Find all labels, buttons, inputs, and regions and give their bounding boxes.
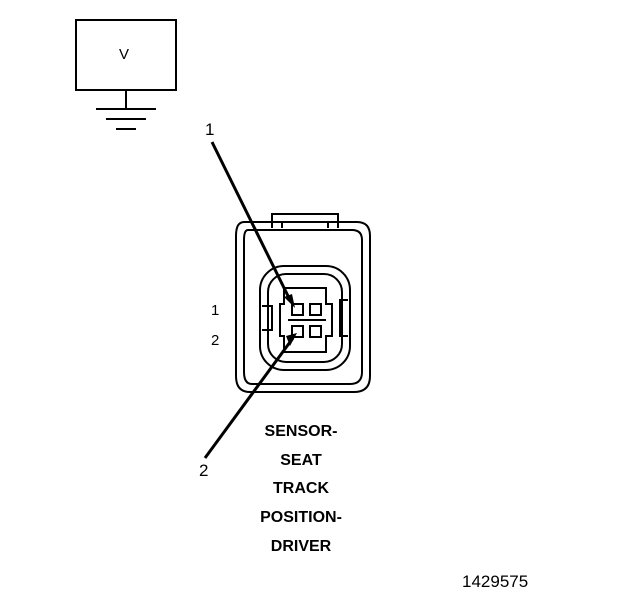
connector-outer-shell	[235, 221, 371, 393]
component-label-line-3: TRACK	[273, 480, 329, 497]
connector	[235, 213, 371, 393]
leader-arrow-1	[284, 294, 295, 308]
pin-label-1: 1	[211, 302, 220, 319]
leader-line-1	[210, 141, 293, 303]
component-label-line-1: SENSOR-	[264, 423, 338, 440]
connector-face	[267, 273, 343, 363]
pin-cavity-1b	[309, 303, 322, 316]
connector-shell-inner	[243, 229, 363, 385]
connector-right-tab	[339, 299, 348, 337]
pin-cavity-2b	[309, 325, 322, 338]
cavity-block	[279, 287, 333, 353]
leader-line-2	[203, 337, 295, 459]
pin-cavity-1	[291, 303, 304, 316]
leader-lines	[203, 141, 295, 459]
voltmeter	[75, 19, 177, 130]
component-label-line-5: DRIVER	[270, 538, 332, 555]
callout-2: 2	[199, 461, 209, 480]
component-label-line-2: SEAT	[280, 452, 322, 469]
voltmeter-label: V	[119, 46, 130, 63]
callout-1: 1	[205, 120, 215, 139]
figure-id: 1429575	[462, 572, 529, 591]
pin-label-2: 2	[211, 332, 220, 349]
leader-arrow-2	[286, 333, 297, 346]
connector-left-tab	[262, 305, 273, 331]
component-label-line-4: POSITION-	[260, 509, 342, 526]
connector-rim	[259, 265, 351, 371]
pin-cavity-2	[291, 325, 304, 338]
